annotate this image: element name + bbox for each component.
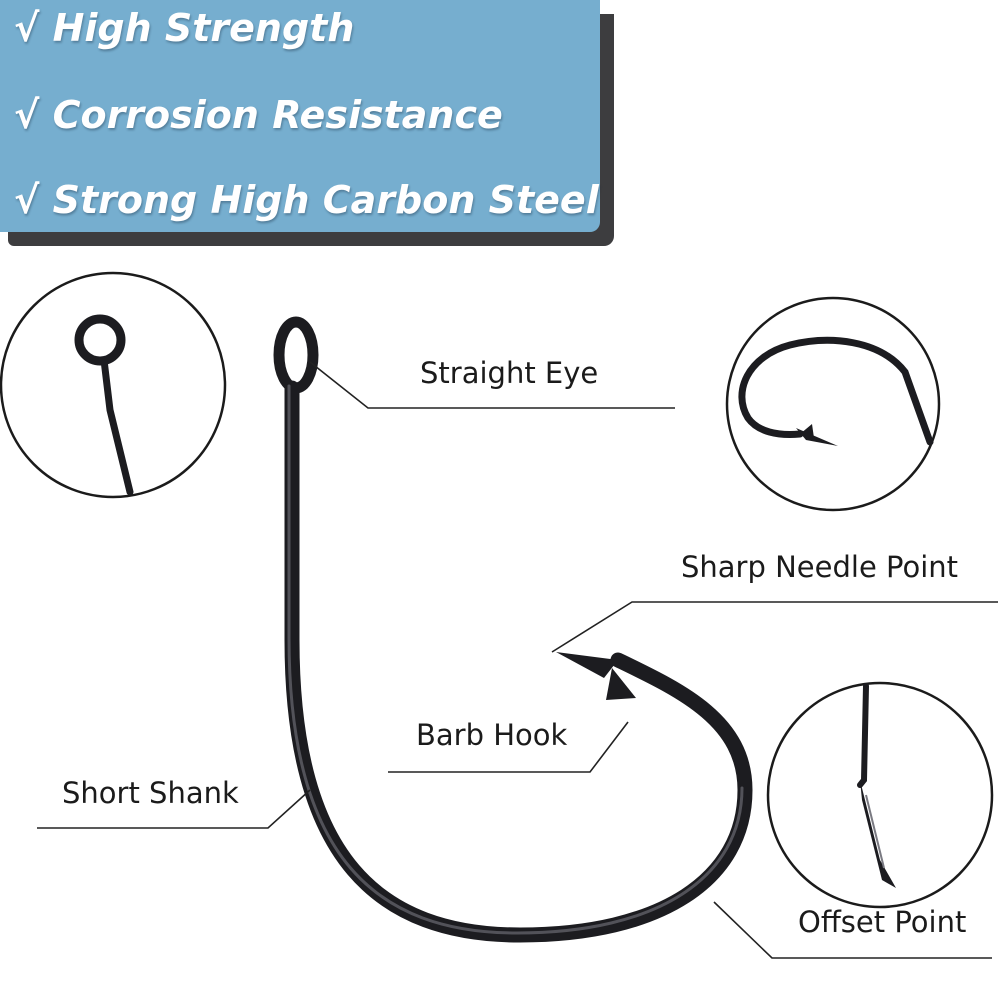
leader-offset-point <box>713 901 992 959</box>
leader-short-shank <box>37 789 311 829</box>
detail-circle-eye <box>0 271 227 499</box>
leader-lines <box>37 361 998 959</box>
offset-detail-highlight <box>865 794 885 869</box>
main-hook <box>273 316 753 943</box>
feature-high-carbon-steel: √ Strong High Carbon Steel <box>14 178 599 222</box>
feature-corrosion-resistance: √ Corrosion Resistance <box>14 93 503 137</box>
feature-high-strength: √ High Strength <box>14 6 355 50</box>
needle-point <box>556 652 618 678</box>
hook-highlight <box>287 384 744 935</box>
detail-circle-offset <box>766 681 994 909</box>
hook-eye <box>273 316 319 394</box>
hook-body <box>284 380 753 943</box>
label-barb-hook: Barb Hook <box>416 718 568 752</box>
leader-straight-eye <box>309 361 675 409</box>
leader-barb-hook <box>388 721 629 773</box>
point-detail-barb <box>800 424 814 438</box>
offset-detail-shaft <box>857 683 869 788</box>
label-short-shank: Short Shank <box>62 776 239 810</box>
feature-banner: √ High Strength √ Corrosion Resistance √… <box>0 0 600 232</box>
detail-circle-point <box>725 296 941 512</box>
leader-sharp-needle-point <box>551 601 998 653</box>
label-straight-eye: Straight Eye <box>420 356 599 390</box>
label-sharp-needle-point: Sharp Needle Point <box>681 550 959 584</box>
point-detail-wire <box>738 336 934 446</box>
eye-detail-wire <box>100 356 134 496</box>
label-offset-point: Offset Point <box>798 905 967 939</box>
barb <box>606 668 636 700</box>
eye-detail-loop <box>74 314 126 366</box>
